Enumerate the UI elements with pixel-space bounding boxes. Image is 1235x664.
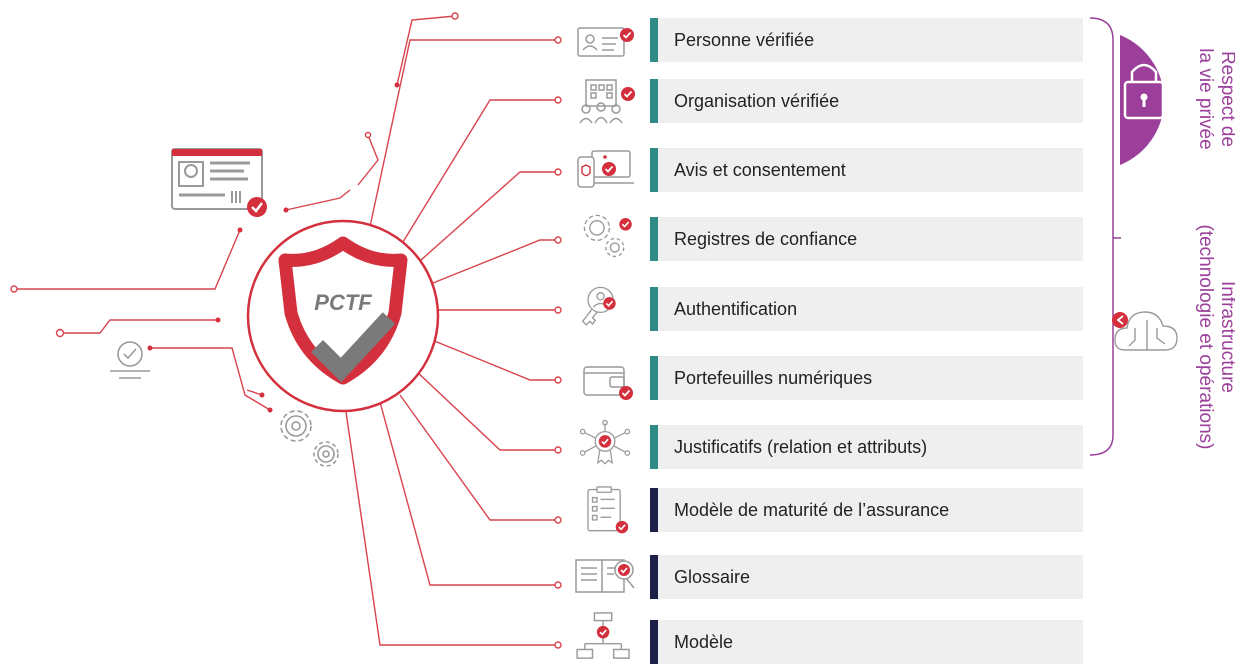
consent-devices-icon (577, 150, 634, 188)
row-label: Modèle (674, 632, 734, 652)
wallet-icon (583, 366, 633, 400)
pctf-emblem: PCTF (246, 219, 440, 413)
organization-icon (579, 79, 635, 124)
privacy-group-label: Respect de la vie privée (1194, 29, 1235, 169)
row-label: Glossaire (674, 567, 751, 587)
infrastructure-label-line2: (technologie et opérations) (1195, 224, 1216, 450)
emblem-label: PCTF (314, 290, 372, 315)
checklist-icon (587, 486, 629, 534)
row-authentification: Authentification (650, 287, 1083, 331)
cloud-circuit-icon (1114, 311, 1178, 351)
row-accent-bar (650, 79, 658, 123)
checkmark-icon (310, 312, 396, 383)
row-accent-bar (650, 217, 658, 261)
gears-icon (583, 214, 632, 258)
row-accent-bar (650, 620, 658, 664)
row-accent-bar (650, 488, 658, 532)
row-personne-verifiee: Personne vérifiée (650, 18, 1083, 62)
row-accent-bar (650, 18, 658, 62)
privacy-label-line2: la vie privée (1195, 48, 1216, 150)
row-accent-bar (650, 356, 658, 400)
row-label: Authentification (674, 299, 798, 319)
row-registres-confiance: Registres de confiance (650, 217, 1083, 261)
row-accent-bar (650, 555, 658, 599)
infrastructure-group-label: Infrastructure (technologie et opération… (1194, 208, 1235, 466)
row-glossaire: Glossaire (650, 555, 1083, 599)
row-accent-bar (650, 425, 658, 469)
id-card-icon (577, 27, 634, 57)
row-label: Modèle de maturité de l’assurance (674, 500, 950, 520)
credential-network-icon (579, 420, 631, 465)
row-modele: Modèle (650, 620, 1083, 664)
row-justificatifs: Justificatifs (relation et attributs) (650, 425, 1083, 469)
group-brackets (1089, 17, 1178, 456)
privacy-half-disc (1120, 35, 1165, 165)
book-search-icon (575, 559, 635, 593)
approval-seal-icon (110, 341, 150, 379)
row-accent-bar (650, 148, 658, 192)
row-label: Justificatifs (relation et attributs) (674, 437, 928, 457)
user-key-icon (581, 286, 616, 326)
row-label: Portefeuilles numériques (674, 368, 873, 388)
gears-decor-icon (280, 410, 339, 467)
infrastructure-label-line1: Infrastructure (1217, 281, 1235, 393)
row-label: Organisation vérifiée (674, 91, 840, 111)
group-bracket (1089, 17, 1114, 456)
lock-icon (1123, 63, 1165, 120)
row-portefeuilles-numeriques: Portefeuilles numériques (650, 356, 1083, 400)
row-accent-bar (650, 287, 658, 331)
privacy-label-line1: Respect de (1217, 50, 1235, 148)
row-avis-consentement: Avis et consentement (650, 148, 1083, 192)
flowchart-icon (576, 612, 630, 659)
row-modele-maturite: Modèle de maturité de l’assurance (650, 488, 1083, 532)
row-label: Personne vérifiée (674, 30, 815, 50)
id-card-decor-icon (171, 148, 267, 217)
row-organisation-verifiee: Organisation vérifiée (650, 79, 1083, 123)
emblem-ring (246, 219, 440, 413)
row-label: Registres de confiance (674, 229, 858, 249)
row-label: Avis et consentement (674, 160, 846, 180)
